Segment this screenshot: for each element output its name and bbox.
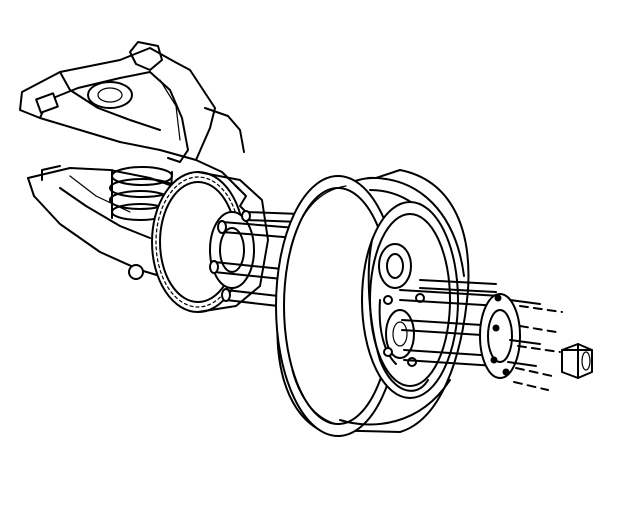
upper-control-arm <box>19 41 245 191</box>
lug-nut <box>561 343 593 379</box>
installation-guide-lines <box>513 305 563 391</box>
brake-rotor <box>151 171 269 313</box>
wheel-alignment-tool <box>399 279 541 379</box>
wheel-rim <box>367 239 429 392</box>
coil-spring <box>109 166 175 221</box>
